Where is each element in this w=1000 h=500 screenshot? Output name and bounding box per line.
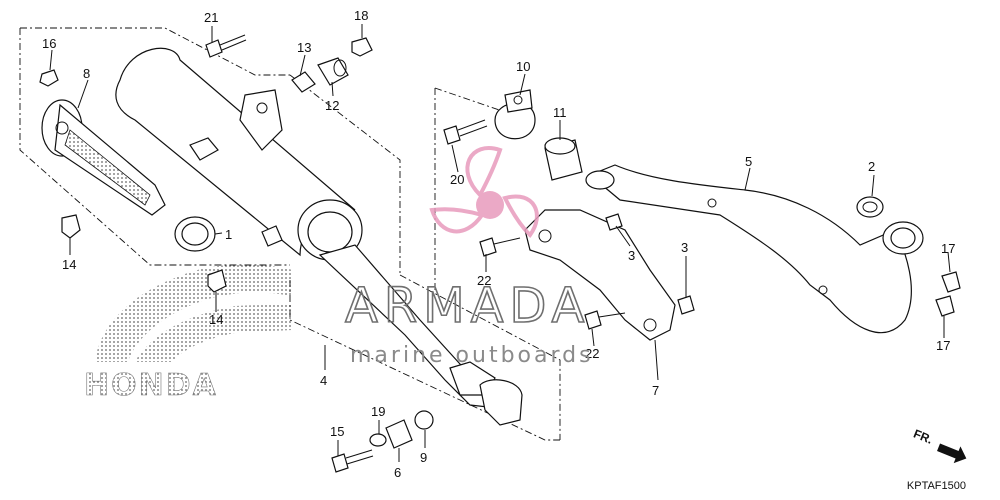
nut-14a [61, 214, 81, 239]
callout-14a: 14 [62, 257, 76, 272]
gasket-ring [174, 216, 216, 252]
callout-22a: 22 [477, 273, 491, 288]
callout-16: 16 [42, 36, 56, 51]
callout-4: 4 [320, 373, 327, 388]
callout-10: 10 [516, 59, 530, 74]
callout-18: 18 [354, 8, 368, 23]
callout-21: 21 [204, 10, 218, 25]
watermark-word: ARMADA [345, 278, 590, 334]
bolt-22b [584, 310, 626, 330]
collar-13 [291, 71, 316, 93]
nut-18 [351, 37, 373, 57]
joint-gasket [544, 137, 583, 181]
clip-bracket [189, 137, 283, 247]
callout-8: 8 [83, 66, 90, 81]
grommet-12 [317, 57, 349, 86]
bolt-20 [443, 119, 488, 145]
spark-arrester [41, 99, 166, 216]
reference-code: KPTAF1500 [906, 480, 966, 492]
collar-9 [414, 410, 434, 430]
exhaust-pipe [585, 164, 924, 334]
bolt-21 [205, 34, 247, 58]
exhaust-clamp [494, 89, 536, 140]
callout-6: 6 [394, 465, 401, 480]
callout-12: 12 [325, 98, 339, 113]
callout-labels: 1 2 3 3 4 5 6 7 8 9 10 11 12 13 14 14 15… [42, 8, 955, 480]
nut-17a [941, 271, 961, 293]
nut-3a [605, 213, 623, 231]
callout-14b: 14 [209, 312, 223, 327]
leader-lines [49, 24, 951, 462]
callout-3b: 3 [681, 240, 688, 255]
grommet-6 [385, 419, 413, 449]
group-outline-clamp [434, 87, 506, 290]
muffler-body [115, 47, 523, 426]
honda-wing-logo: HONDA [84, 264, 292, 403]
callout-13: 13 [297, 40, 311, 55]
callout-19: 19 [371, 404, 385, 419]
propeller-logo-icon [429, 146, 539, 239]
callout-9: 9 [420, 450, 427, 465]
callout-11: 11 [553, 105, 567, 120]
group-outline-pipe [289, 274, 561, 441]
bolt-22a [479, 237, 521, 257]
nut-17b [935, 295, 955, 317]
nut-3b [677, 295, 695, 315]
nut-16 [39, 69, 59, 87]
honda-logo-text: HONDA [84, 368, 218, 403]
callout-1: 1 [225, 227, 232, 242]
callout-3a: 3 [628, 248, 635, 263]
watermark-tagline: marine outboards [350, 343, 594, 368]
callout-7: 7 [652, 383, 659, 398]
armada-watermark: ARMADA marine outboards [344, 146, 594, 368]
callout-17a: 17 [941, 241, 955, 256]
washer-19 [369, 433, 387, 447]
callout-17b: 17 [936, 338, 950, 353]
bolt-15 [331, 449, 374, 473]
callout-22b: 22 [585, 346, 599, 361]
callout-15: 15 [330, 424, 344, 439]
callout-20: 20 [450, 172, 464, 187]
nut-14b [207, 269, 227, 293]
front-direction-marker: FR. [911, 427, 967, 464]
gasket-2 [856, 196, 884, 218]
fr-label: FR. [911, 427, 934, 447]
callout-2: 2 [868, 159, 875, 174]
heat-guard [524, 209, 676, 341]
front-arrow-icon [937, 443, 967, 464]
callout-5: 5 [745, 154, 752, 169]
